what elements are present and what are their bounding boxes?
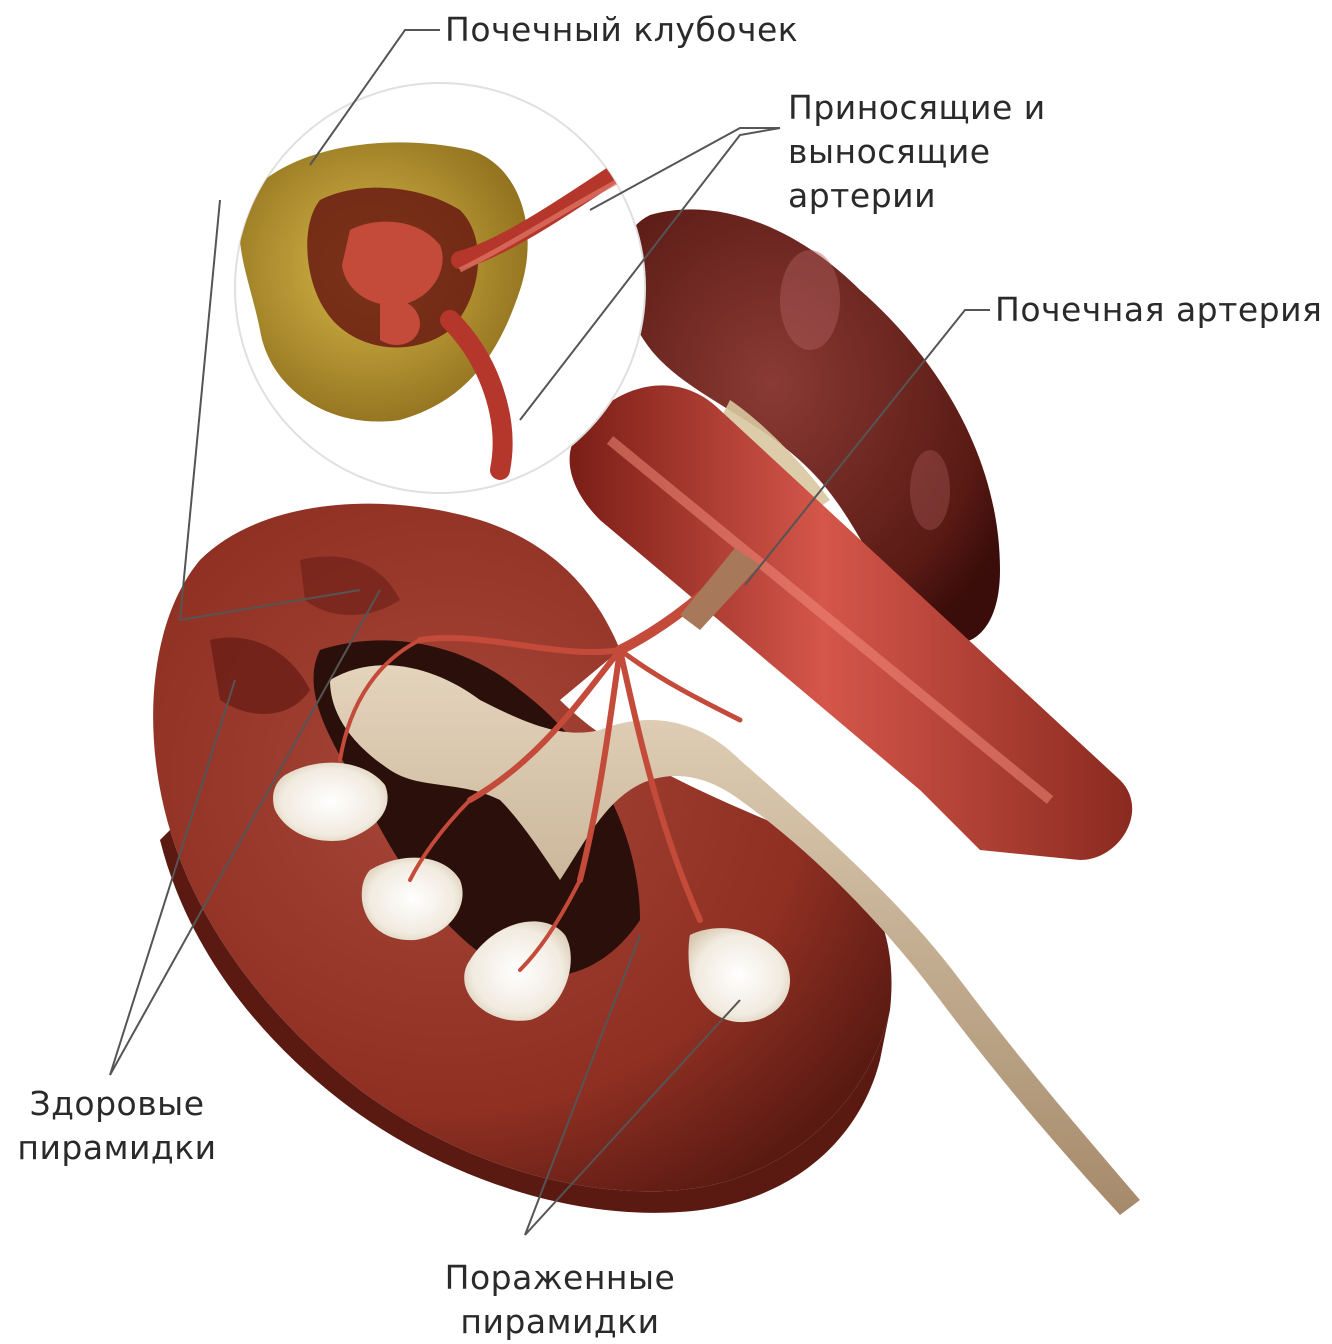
label-damaged-pyramids: Пораженные пирамидки <box>430 1256 690 1344</box>
label-renal-artery: Почечная артерия <box>995 288 1322 332</box>
label-healthy-pyramids: Здоровые пирамидки <box>12 1082 222 1170</box>
label-arterioles: Приносящие и выносящие артерии <box>788 86 1046 218</box>
label-glomerulus: Почечный клубочек <box>445 8 798 52</box>
